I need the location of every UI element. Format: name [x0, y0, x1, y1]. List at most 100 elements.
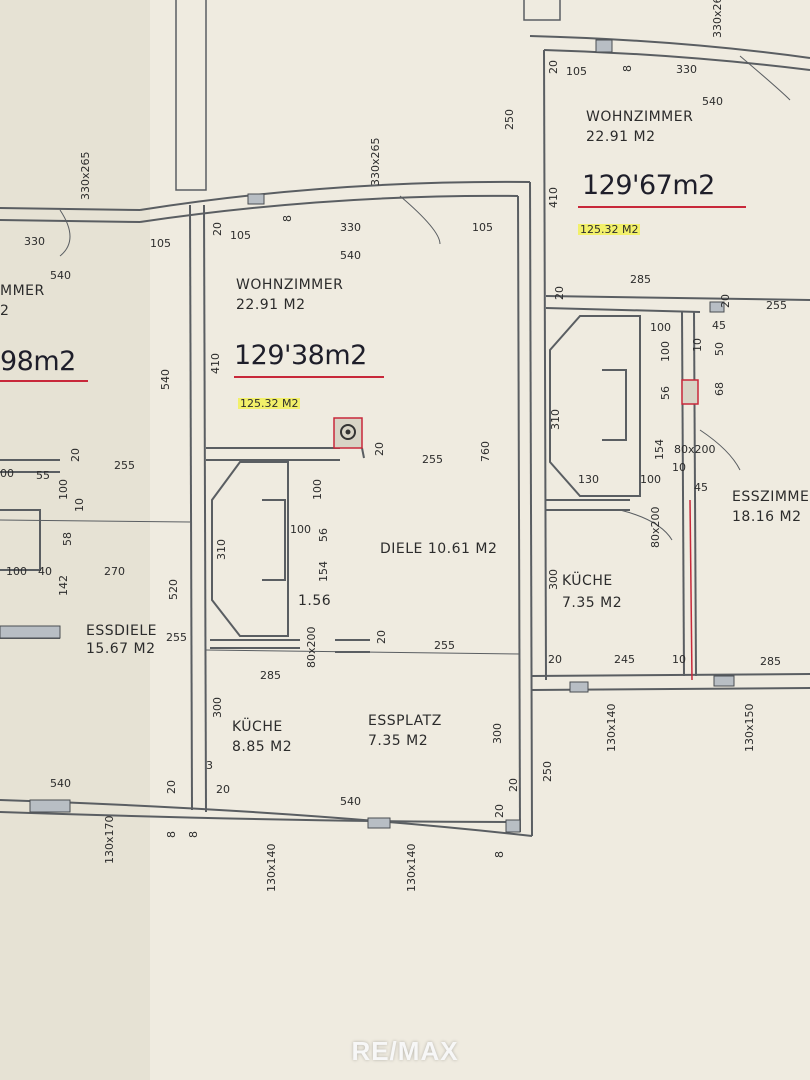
right-total-area: 129'67m2: [582, 170, 715, 201]
window-block-6: [505, 819, 521, 833]
left-area-underline: [0, 380, 88, 382]
right-dim-10: 10: [691, 338, 704, 352]
mid-dim-300a: 300: [211, 697, 224, 718]
dim-line-left: [0, 519, 191, 523]
mid-dim-20f: 20: [493, 804, 506, 818]
window-block-7: [709, 301, 725, 313]
left-dim-58: 58: [61, 532, 74, 546]
left-dim-8: 8: [165, 831, 178, 838]
mid-essplatz-label: ESSPLATZ: [368, 713, 442, 729]
right-esszimmer-area: 18.16 M2: [732, 509, 802, 525]
window-block-5: [367, 817, 391, 829]
mid-dim-410: 410: [209, 353, 222, 374]
left-total-area: 98m2: [0, 346, 76, 377]
left-dim-540: 540: [50, 269, 71, 282]
paper-sheet: [150, 0, 810, 1080]
right-dim-10c: 10: [672, 653, 686, 666]
left-dim-100v: 100: [57, 479, 70, 500]
right-dim-20a: 20: [547, 60, 560, 74]
right-dim-245: 245: [614, 653, 635, 666]
right-esszimmer-label: ESSZIMMER: [732, 489, 810, 505]
stair-inner-right: [602, 369, 627, 441]
remax-logo: RE/MAX: [351, 1036, 459, 1066]
right-dim-255: 255: [766, 299, 787, 312]
wall-middle-right-inner: [529, 181, 533, 837]
wall-middle-right: [517, 195, 521, 833]
mid-dim-154: 154: [317, 561, 330, 582]
mid-dim-255a: 255: [422, 453, 443, 466]
left-dim-540v: 540: [159, 369, 172, 390]
mid-dim-20d: 20: [216, 783, 230, 796]
mid-dim-255b: 255: [434, 639, 455, 652]
right-dim-310: 310: [549, 409, 562, 430]
wall-middle-top-inner: [139, 194, 519, 223]
window-block-3: [569, 681, 589, 693]
left-dim-255a: 255: [114, 459, 135, 472]
stair-inner-middle: [262, 499, 286, 581]
left-dim-10: 10: [73, 498, 86, 512]
door-swing-4: [619, 509, 673, 541]
stair-outline-right: [549, 315, 641, 497]
mid-dim-20b: 20: [373, 442, 386, 456]
door-swing-5: [699, 429, 741, 471]
right-dim-250: 250: [503, 109, 516, 130]
left-dim-330: 330: [24, 235, 45, 248]
right-net-area: 125.32 M2: [578, 223, 641, 236]
door-swing-1: [399, 195, 441, 245]
wall-right-mid-2: [545, 307, 701, 313]
right-dim-410: 410: [547, 187, 560, 208]
mid-dim-20e: 20: [507, 778, 520, 792]
mid-dim-3: 3: [206, 759, 213, 772]
left-dim-130x170: 130x170: [103, 815, 116, 864]
left-dim-20: 20: [69, 448, 82, 462]
left-dim-00: 00: [0, 467, 14, 480]
wall-middle-top: [139, 180, 531, 211]
mid-dim-310: 310: [215, 539, 228, 560]
mid-dim-100b: 100: [290, 523, 311, 536]
mid-dim-130x140b: 130x140: [405, 843, 418, 892]
right-dim-100b: 100: [659, 341, 672, 362]
right-wohnzimmer-label: WOHNZIMMER: [586, 109, 694, 125]
left-dim-100: 100: [6, 565, 27, 578]
right-dim-130: 130: [578, 473, 599, 486]
mid-dim-760: 760: [479, 441, 492, 462]
mid-dim-540b: 540: [340, 795, 361, 808]
wall-right-left-inner: [543, 49, 547, 681]
left-room-partial-2: 2: [0, 303, 10, 319]
left-dim-20b: 20: [165, 780, 178, 794]
mid-dim-105a: 105: [230, 229, 251, 242]
right-dim-20c: 20: [719, 294, 732, 308]
right-dim-20b: 20: [553, 286, 566, 300]
stair-left: [0, 509, 41, 571]
left-dim-540b: 540: [50, 777, 71, 790]
right-wohnzimmer-area: 22.91 M2: [586, 129, 656, 145]
right-dim-80x200b: 80x200: [649, 506, 662, 548]
mid-dim-540a: 540: [340, 249, 361, 262]
mid-essplatz-area: 7.35 M2: [368, 733, 429, 749]
right-dim-68: 68: [713, 382, 726, 396]
right-dim-540: 540: [702, 95, 723, 108]
column-top-right: [523, 0, 561, 21]
mid-area-underline: [234, 376, 384, 378]
right-dim-45b: 45: [694, 481, 708, 494]
right-dim-50: 50: [713, 342, 726, 356]
mid-dim-8c: 8: [493, 851, 506, 858]
right-dim-300: 300: [547, 569, 560, 590]
mid-dim-105b: 105: [472, 221, 493, 234]
left-essdiele-area: 15.67 M2: [86, 641, 156, 657]
right-dim-8: 8: [621, 65, 634, 72]
wall-stair-right: [361, 447, 365, 459]
left-dim-105: 105: [150, 237, 171, 250]
mid-dim-300b: 300: [491, 723, 504, 744]
right-dim-130x150: 130x150: [743, 703, 756, 752]
wall-left-top: [0, 207, 141, 211]
mid-dim-250: 250: [541, 761, 554, 782]
mid-dim-20c: 20: [375, 630, 388, 644]
window-block-9: [0, 625, 61, 639]
mid-dim-80x200: 80x200: [305, 626, 318, 668]
stair-outline-middle: [211, 461, 289, 637]
chimney-flue: [340, 424, 356, 440]
left-dim-142: 142: [57, 575, 70, 596]
mid-dim-330: 330: [340, 221, 361, 234]
